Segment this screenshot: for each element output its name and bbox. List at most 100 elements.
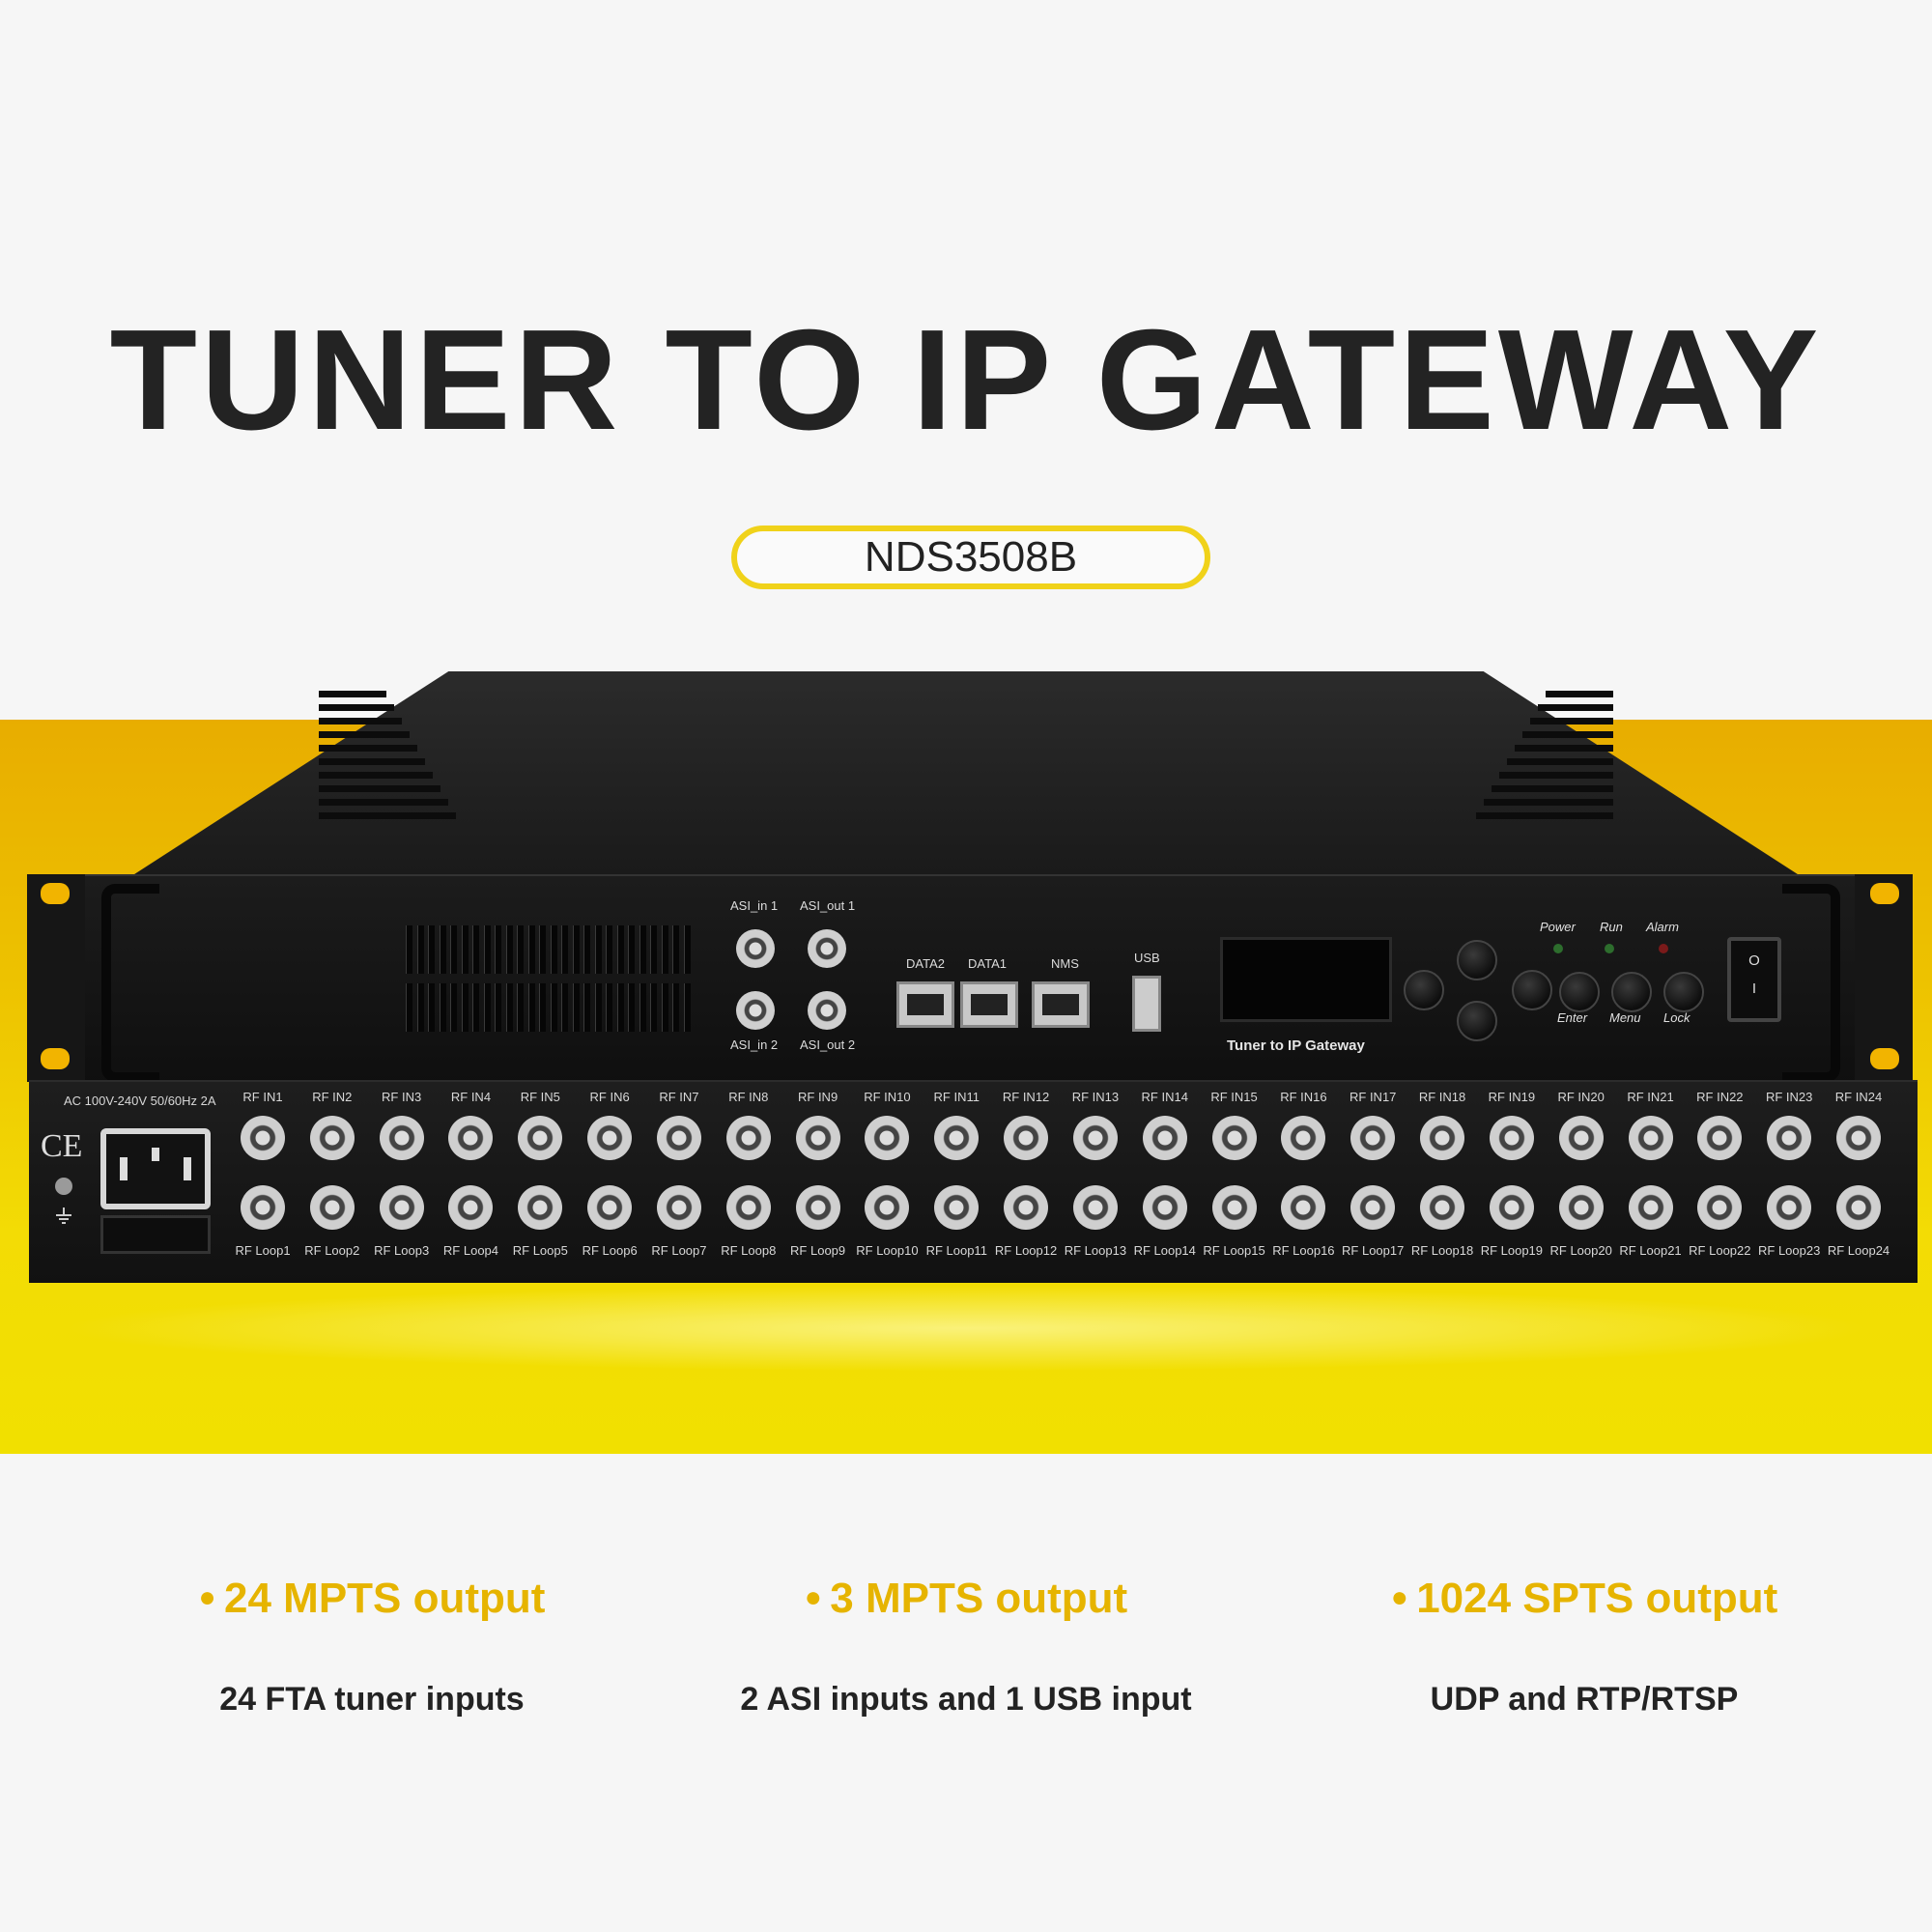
rf-in-connector[interactable] [1004, 1116, 1049, 1160]
rf-loop-connector[interactable] [518, 1185, 563, 1230]
rack-handle-left[interactable] [101, 884, 159, 1082]
model-badge: NDS3508B [731, 526, 1210, 589]
nms-ethernet-port[interactable] [1032, 981, 1090, 1028]
rf-in-connector[interactable] [1628, 1116, 1673, 1160]
rf-loop-label: RF Loop6 [582, 1243, 638, 1258]
rf-loop-label: RF Loop10 [856, 1243, 919, 1258]
rf-loop-connector[interactable] [1489, 1185, 1534, 1230]
rf-in-connector[interactable] [656, 1116, 701, 1160]
rf-loop-label: RF Loop20 [1549, 1243, 1612, 1258]
rf-in-label: RF IN7 [659, 1090, 699, 1104]
rack-handle-right[interactable] [1782, 884, 1840, 1082]
rf-loop-connector[interactable] [1211, 1185, 1257, 1230]
rf-loop-label: RF Loop2 [304, 1243, 360, 1258]
rf-in-connector[interactable] [1558, 1116, 1604, 1160]
rf-in-label: RF IN14 [1141, 1090, 1188, 1104]
fuse-holder[interactable] [100, 1215, 211, 1254]
data2-ethernet-port[interactable] [896, 981, 954, 1028]
rf-loop-label: RF Loop13 [1064, 1243, 1127, 1258]
rf-in-connector[interactable] [934, 1116, 980, 1160]
asi-out-2-label: ASI_out 2 [800, 1037, 856, 1052]
nav-right-button[interactable] [1512, 970, 1552, 1010]
usb-port[interactable] [1132, 976, 1161, 1032]
rf-in-connector[interactable] [795, 1116, 840, 1160]
rf-in-connector[interactable] [587, 1116, 633, 1160]
rf-in-connector[interactable] [1767, 1116, 1812, 1160]
bullet-icon: ● [198, 1581, 225, 1613]
vent-slot [319, 812, 456, 819]
rf-loop-connector[interactable] [241, 1185, 285, 1230]
rf-in-connector[interactable] [379, 1116, 424, 1160]
data1-ethernet-port[interactable] [960, 981, 1018, 1028]
rf-loop-connector[interactable] [1281, 1185, 1326, 1230]
rack-ear-hole [1870, 883, 1899, 904]
rf-loop-connector[interactable] [1142, 1185, 1187, 1230]
rf-in-connector[interactable] [518, 1116, 563, 1160]
rf-in-connector[interactable] [1211, 1116, 1257, 1160]
nav-up-button[interactable] [1457, 940, 1497, 980]
rf-in-connector[interactable] [1350, 1116, 1396, 1160]
rf-loop-connector[interactable] [1558, 1185, 1604, 1230]
run-indicator-label: Run [1600, 920, 1623, 934]
rf-loop-connector[interactable] [1350, 1185, 1396, 1230]
rf-loop-connector[interactable] [1004, 1185, 1049, 1230]
rf-in-label: RF IN12 [1002, 1090, 1050, 1104]
vent-slot [1492, 785, 1613, 792]
grille-slot [527, 983, 535, 1032]
rf-loop-connector[interactable] [1767, 1185, 1812, 1230]
rf-loop-label: RF Loop22 [1689, 1243, 1751, 1258]
grille-slot [450, 925, 457, 974]
rf-loop-connector[interactable] [656, 1185, 701, 1230]
rf-loop-connector[interactable] [934, 1185, 980, 1230]
enter-button[interactable] [1559, 972, 1600, 1012]
rf-in-connector[interactable] [865, 1116, 910, 1160]
rf-loop-connector[interactable] [1420, 1185, 1465, 1230]
rf-loop-label: RF Loop7 [651, 1243, 707, 1258]
rf-loop-connector[interactable] [725, 1185, 771, 1230]
rf-in-connector[interactable] [725, 1116, 771, 1160]
asi-in-1-connector[interactable] [736, 929, 775, 968]
rf-loop-connector[interactable] [1836, 1185, 1881, 1230]
lock-button[interactable] [1663, 972, 1704, 1012]
rf-loop-connector[interactable] [1072, 1185, 1118, 1230]
vent-slot [319, 731, 410, 738]
rf-in-label: RF IN22 [1696, 1090, 1744, 1104]
nav-left-button[interactable] [1404, 970, 1444, 1010]
enter-label: Enter [1557, 1010, 1588, 1025]
rf-in-connector[interactable] [1281, 1116, 1326, 1160]
ac-power-inlet[interactable] [100, 1128, 211, 1209]
rf-in-connector[interactable] [1072, 1116, 1118, 1160]
rf-in-connector[interactable] [1836, 1116, 1881, 1160]
menu-button[interactable] [1611, 972, 1652, 1012]
rf-in-connector[interactable] [448, 1116, 494, 1160]
rf-loop-connector[interactable] [795, 1185, 840, 1230]
model-label: NDS3508B [864, 533, 1078, 581]
rf-loop-connector[interactable] [1628, 1185, 1673, 1230]
power-rocker-switch[interactable]: O I [1727, 937, 1781, 1022]
rf-in-connector[interactable] [309, 1116, 355, 1160]
rf-loop-connector[interactable] [587, 1185, 633, 1230]
rf-loop-connector[interactable] [379, 1185, 424, 1230]
rf-in-connector[interactable] [1489, 1116, 1534, 1160]
rf-loop-connector[interactable] [309, 1185, 355, 1230]
nav-down-button[interactable] [1457, 1001, 1497, 1041]
rf-loop-connector[interactable] [448, 1185, 494, 1230]
rf-in-connector[interactable] [241, 1116, 285, 1160]
rf-loop-connector[interactable] [1697, 1185, 1743, 1230]
rf-loop-label: RF Loop9 [790, 1243, 846, 1258]
asi-out-1-connector[interactable] [808, 929, 846, 968]
rf-in-connector[interactable] [1697, 1116, 1743, 1160]
grille-slot [495, 925, 501, 974]
rf-in-connector[interactable] [1142, 1116, 1187, 1160]
rf-in-connector[interactable] [1420, 1116, 1465, 1160]
rf-in-label: RF IN8 [728, 1090, 769, 1104]
asi-out-2-connector[interactable] [808, 991, 846, 1030]
rf-loop-connector[interactable] [865, 1185, 910, 1230]
alarm-indicator-label: Alarm [1646, 920, 1679, 934]
rf-loop-label: RF Loop14 [1133, 1243, 1196, 1258]
alarm-led [1659, 944, 1668, 953]
asi-in-2-connector[interactable] [736, 991, 775, 1030]
